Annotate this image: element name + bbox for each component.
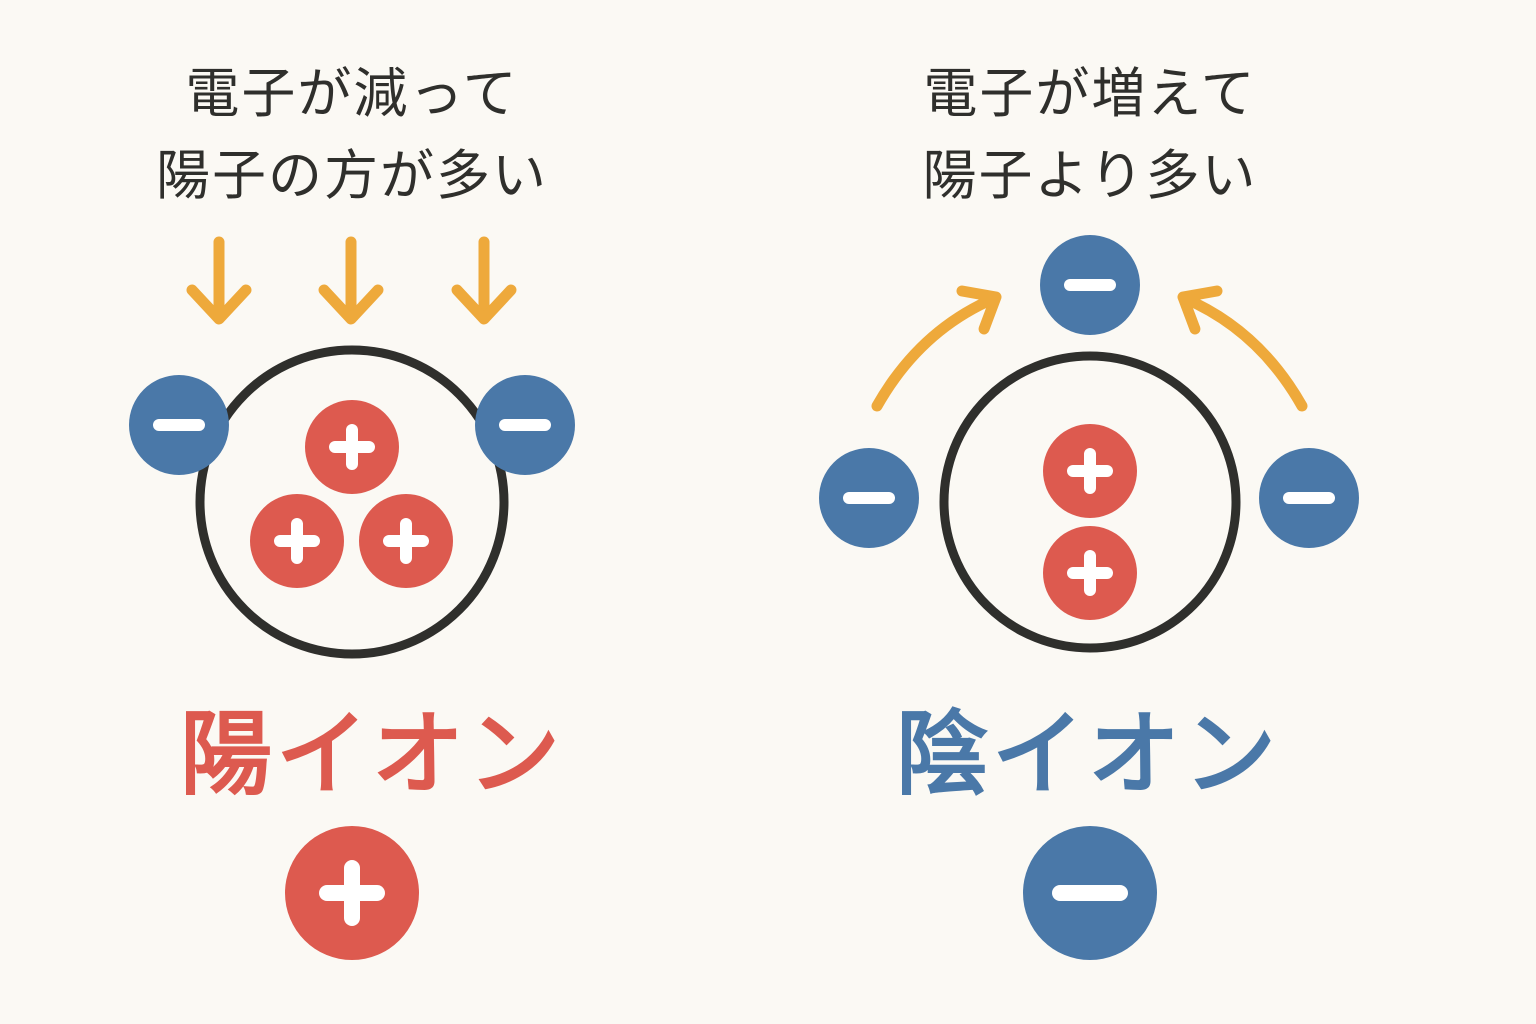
ion-name-cation: 陽イオン — [179, 701, 564, 808]
caption-cation-line-2: 陽子の方が多い — [156, 144, 548, 207]
proton — [359, 494, 453, 588]
arrow-down-icon — [186, 236, 252, 325]
proton — [1043, 526, 1137, 620]
arrow-down-icon — [451, 236, 517, 325]
arrow-curved-icon — [1177, 285, 1308, 412]
ion-name-anion: 陰イオン — [895, 701, 1280, 808]
caption-anion: 電子が増えて 陽子より多い — [830, 53, 1350, 217]
atom-outline-anion — [939, 351, 1241, 653]
caption-anion-line-2: 陽子より多い — [922, 144, 1258, 207]
anion-charge — [1023, 826, 1157, 960]
proton — [305, 400, 399, 494]
arrow-curved-icon — [871, 285, 1002, 412]
caption-anion-line-1: 電子が増えて — [923, 62, 1257, 125]
caption-cation-line-1: 電子が減って — [185, 62, 519, 125]
atom-outline-cation — [195, 345, 509, 659]
arrows-right — [871, 285, 1308, 412]
proton — [250, 494, 344, 588]
arrow-down-icon — [318, 236, 384, 325]
electron — [1259, 448, 1359, 548]
electron — [1040, 235, 1140, 335]
proton — [1043, 424, 1137, 518]
caption-cation: 電子が減って 陽子の方が多い — [92, 53, 612, 217]
arrows-left — [186, 236, 517, 325]
cation-charge — [285, 826, 419, 960]
electron — [475, 375, 575, 475]
electron — [129, 375, 229, 475]
electron — [819, 448, 919, 548]
